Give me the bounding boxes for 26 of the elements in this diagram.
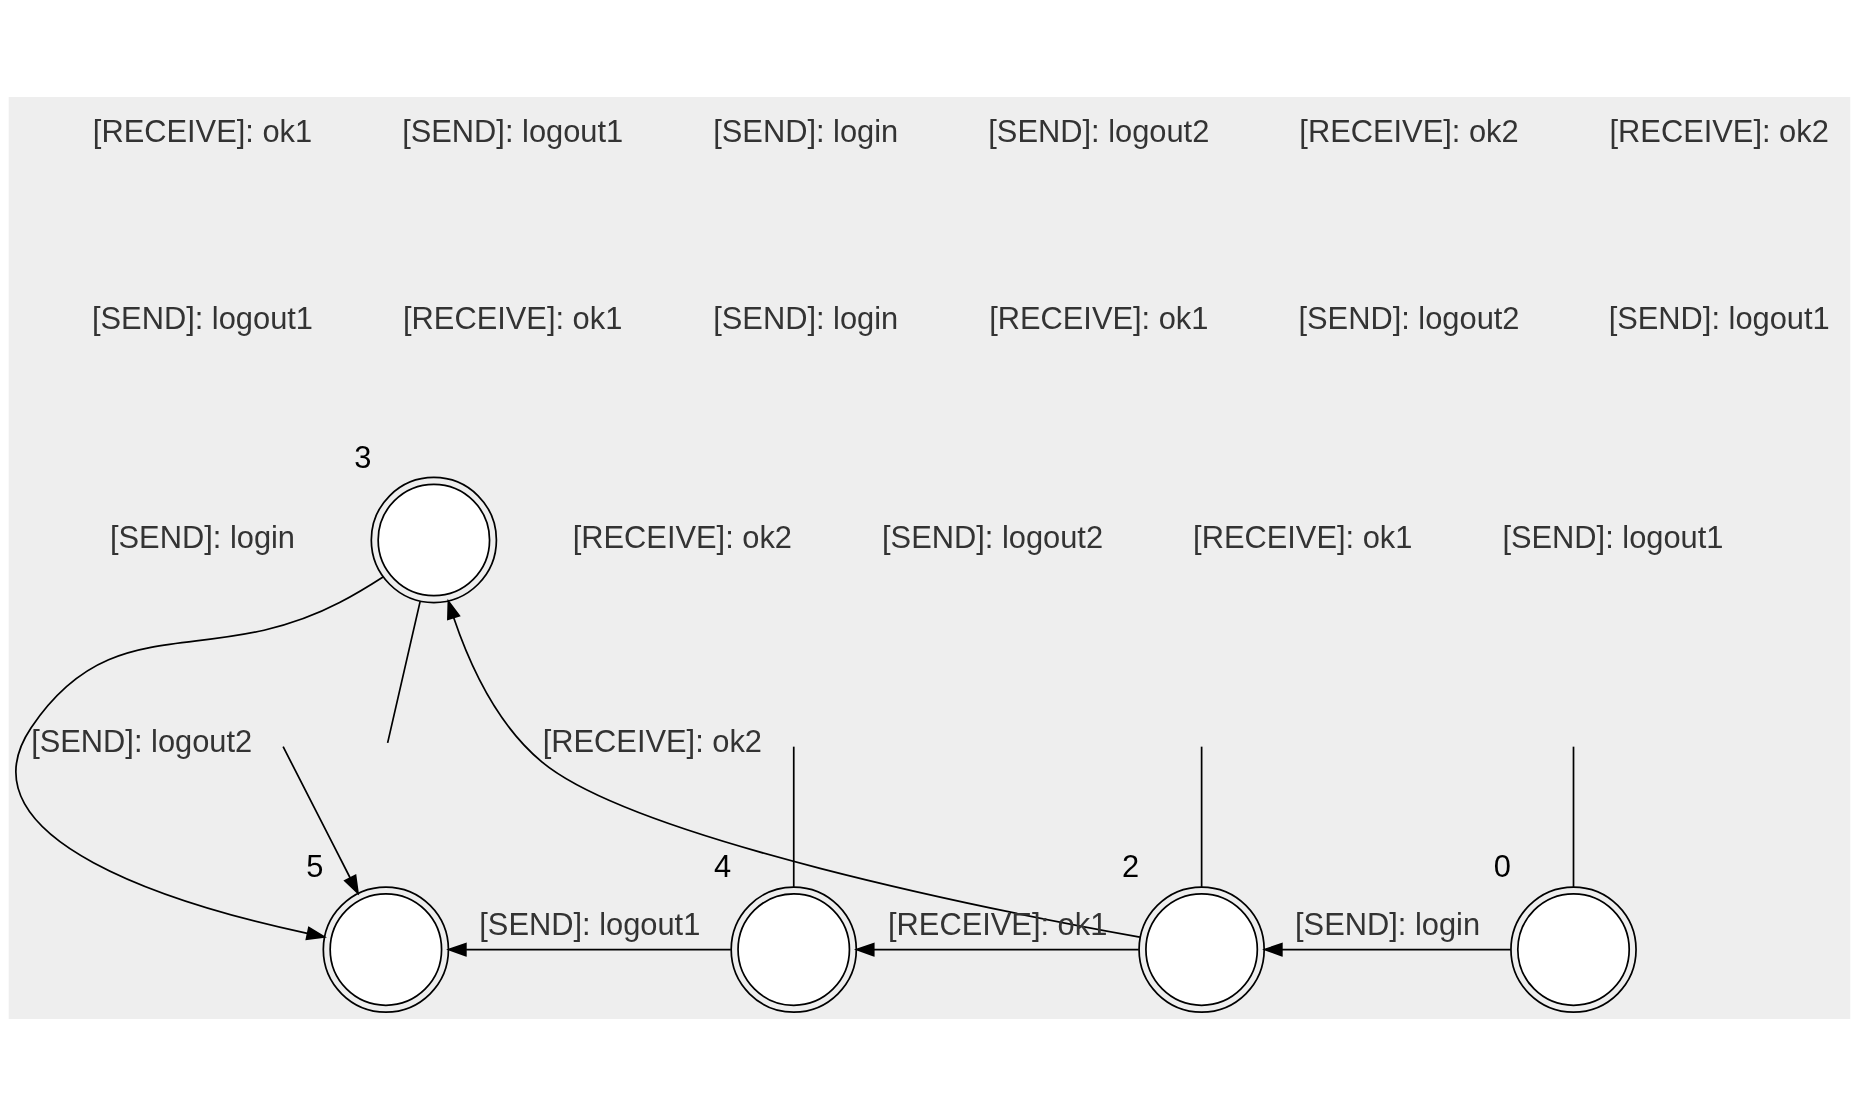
label: [SEND]: logout2 bbox=[882, 519, 1104, 555]
edge-label: [SEND]: login bbox=[1295, 906, 1481, 942]
label: [SEND]: logout1 bbox=[1608, 300, 1830, 336]
node-label: 3 bbox=[354, 439, 372, 475]
label: [SEND]: logout2 bbox=[988, 113, 1210, 149]
label: [RECEIVE]: ok1 bbox=[989, 300, 1209, 336]
label: [RECEIVE]: ok2 bbox=[1609, 113, 1829, 149]
edge-label: [SEND]: logout2 bbox=[31, 723, 253, 759]
node-label: 4 bbox=[714, 848, 732, 884]
label: [SEND]: login bbox=[109, 519, 296, 555]
node-label: 5 bbox=[306, 848, 324, 884]
label: [RECEIVE]: ok2 bbox=[1299, 113, 1519, 149]
label: [RECEIVE]: ok1 bbox=[92, 113, 313, 149]
label: [SEND]: logout1 bbox=[91, 300, 314, 336]
label: [SEND]: login bbox=[713, 113, 899, 149]
edge-label: [SEND]: logout1 bbox=[479, 906, 701, 942]
node-label: 0 bbox=[1493, 848, 1511, 884]
label: [SEND]: login bbox=[713, 300, 899, 336]
label: [RECEIVE]: ok1 bbox=[1193, 519, 1413, 555]
label: [RECEIVE]: ok2 bbox=[572, 519, 793, 555]
label: [RECEIVE]: ok1 bbox=[403, 300, 623, 336]
node-label: 2 bbox=[1121, 848, 1140, 884]
label: [SEND]: logout1 bbox=[1502, 519, 1724, 555]
label: [SEND]: logout2 bbox=[1298, 300, 1520, 336]
edge-label: [RECEIVE]: ok2 bbox=[542, 723, 763, 759]
label: [SEND]: logout1 bbox=[402, 113, 624, 149]
